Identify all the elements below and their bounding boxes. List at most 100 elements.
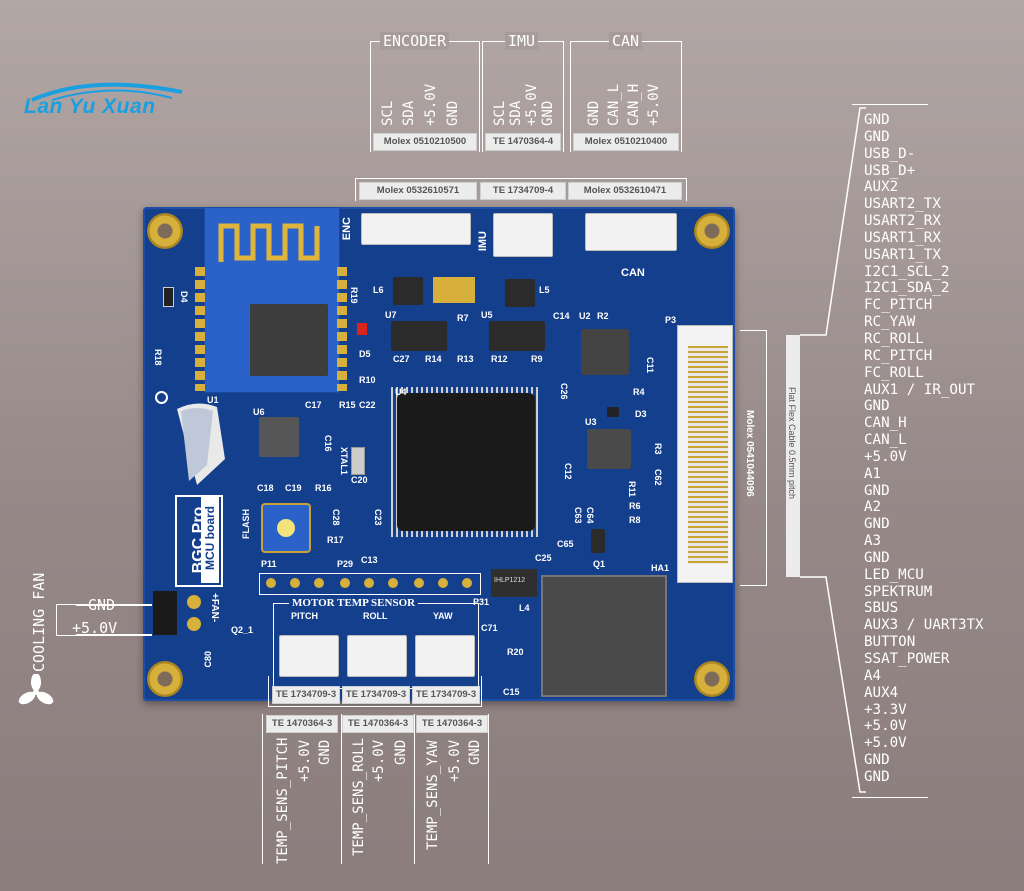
encoder-pin-2: SDA bbox=[401, 100, 417, 126]
ffc-pin: SPEKTRUM bbox=[864, 583, 933, 600]
ffc-connector-p3 bbox=[677, 325, 733, 583]
pin1-marker bbox=[155, 391, 168, 404]
header-pad bbox=[290, 578, 300, 588]
silk-r7: R7 bbox=[457, 313, 469, 323]
silk-c14: C14 bbox=[553, 311, 570, 321]
roll-pin-1: TEMP_SENS_ROLL bbox=[351, 737, 367, 856]
silk-r11: R11 bbox=[627, 481, 637, 498]
yaw-cable-bracket bbox=[414, 714, 489, 864]
module-pads-left bbox=[195, 267, 205, 391]
silk-c71: C71 bbox=[481, 623, 498, 633]
silk-c11: C11 bbox=[645, 357, 655, 374]
silk-u6: U6 bbox=[253, 407, 265, 417]
fan-header bbox=[153, 591, 177, 635]
can-board-part: Molex 0532610471 bbox=[568, 182, 682, 200]
diode-d3 bbox=[607, 407, 619, 417]
imu-pin-4: GND bbox=[540, 100, 556, 126]
silk-r14: R14 bbox=[425, 354, 442, 364]
can-cable-part: Molex 0510210400 bbox=[573, 133, 679, 151]
flash-button[interactable] bbox=[261, 503, 311, 553]
silk-c64: C64 bbox=[585, 507, 595, 524]
fan-pad-1 bbox=[187, 595, 201, 609]
silk-c23: C23 bbox=[373, 509, 383, 526]
board-name-box: BGC Pro bbox=[175, 495, 223, 587]
silk-r4: R4 bbox=[633, 387, 645, 397]
encoder-cable-part: Molex 0510210500 bbox=[373, 133, 477, 151]
ffc-pin: USB_D+ bbox=[864, 162, 916, 179]
yaw-board-part: TE 1734709-3 bbox=[412, 686, 480, 704]
silk-c27: C27 bbox=[393, 354, 410, 364]
led-d5 bbox=[357, 323, 367, 335]
imu-title: IMU bbox=[505, 32, 539, 50]
silk-r19: R19 bbox=[349, 287, 359, 304]
chip-u7 bbox=[391, 321, 447, 351]
encoder-pin-3: +5.0V bbox=[423, 83, 439, 126]
header-pad bbox=[438, 578, 448, 588]
ffc-pin: GND bbox=[864, 516, 890, 533]
silk-r9: R9 bbox=[531, 354, 543, 364]
ffc-pin: A2 bbox=[864, 499, 882, 516]
pcb-board: U1 ENC IMU CAN L6 L5 U7 U5 R7 C27 R14 R1… bbox=[143, 207, 735, 701]
can-pin-4: +5.0V bbox=[646, 83, 662, 126]
silk-c63: C63 bbox=[573, 507, 583, 524]
ffc-pin: GND bbox=[864, 112, 890, 128]
silk-enc: ENC bbox=[341, 217, 353, 241]
chip-u3 bbox=[587, 429, 631, 469]
encoder-board-part: Molex 0532610571 bbox=[359, 182, 477, 200]
ffc-pin-list: GND GND USB_D- USB_D+ AUX2 USART2_TX USA… bbox=[864, 112, 984, 786]
can-connector-group: CAN GND CAN_L CAN_H +5.0V Molex 05102104… bbox=[570, 32, 682, 152]
mount-hole-bottom-left bbox=[147, 661, 183, 697]
yaw-sensor-connector bbox=[415, 635, 475, 677]
yaw-pin-3: GND bbox=[467, 740, 483, 766]
ffc-pin: FC_ROLL bbox=[864, 364, 924, 381]
pinlist-bracket bbox=[852, 104, 928, 798]
ffc-pin: +5.0V bbox=[864, 448, 907, 465]
imu-board-connector bbox=[493, 213, 553, 257]
board-top-bracket bbox=[355, 178, 687, 201]
ffc-pin: GND bbox=[864, 128, 890, 145]
motor-temp-yaw: YAW bbox=[433, 611, 453, 621]
ffc-pin: A3 bbox=[864, 533, 882, 550]
silk-xtal: XTAL1 bbox=[339, 447, 349, 475]
ffc-pin: USART1_RX bbox=[864, 229, 941, 246]
crystal-xtal1 bbox=[351, 447, 365, 475]
silk-r10: R10 bbox=[359, 375, 376, 385]
ffc-pin: CAN_L bbox=[864, 432, 907, 449]
roll-pin-3: GND bbox=[393, 740, 409, 766]
silk-d5: D5 bbox=[359, 349, 371, 359]
silk-r20: R20 bbox=[507, 647, 524, 657]
ffc-pin: AUX1 / IR_OUT bbox=[864, 381, 976, 398]
yaw-cable-part: TE 1470364-3 bbox=[416, 715, 488, 733]
brand-logo: Lan Yu Xuan bbox=[24, 95, 156, 118]
can-board-connector bbox=[585, 213, 677, 251]
silk-c25: C25 bbox=[535, 553, 552, 563]
silk-p29: P29 bbox=[337, 559, 354, 569]
ffc-fanout-lines bbox=[800, 107, 866, 793]
header-pad bbox=[388, 578, 398, 588]
silk-p3: P3 bbox=[665, 315, 677, 325]
silk-c65: C65 bbox=[557, 539, 574, 549]
ffc-bracket bbox=[740, 330, 767, 586]
ffc-pin: GND bbox=[864, 482, 890, 499]
motor-temp-roll: ROLL bbox=[363, 611, 388, 621]
fan-icon bbox=[18, 674, 54, 705]
ffc-pin: RC_ROLL bbox=[864, 330, 924, 347]
silk-d3: D3 bbox=[635, 409, 647, 419]
mcu-u4 bbox=[397, 393, 535, 531]
ffc-pin: I2C1_SDA_2 bbox=[864, 280, 950, 297]
silk-r6: R6 bbox=[629, 501, 641, 511]
cooling-fan-label: COOLING FAN bbox=[30, 572, 48, 672]
silk-c16: C16 bbox=[323, 435, 333, 452]
ffc-pin: SSAT_POWER bbox=[864, 651, 950, 667]
silk-u2: U2 bbox=[579, 311, 591, 321]
encoder-connector-group: ENCODER SCL SDA +5.0V GND Molex 05102105… bbox=[370, 32, 480, 152]
fan-bracket bbox=[56, 604, 77, 636]
chip-u6 bbox=[259, 417, 299, 457]
silk-flash: FLASH bbox=[241, 509, 251, 539]
ffc-pin: FC_PITCH bbox=[864, 297, 933, 314]
silk-c80: C80 bbox=[203, 651, 213, 668]
silk-c26: C26 bbox=[559, 383, 569, 400]
silk-d4: D4 bbox=[179, 291, 189, 303]
silk-u3: U3 bbox=[585, 417, 597, 427]
silk-fan: +FAN- bbox=[209, 593, 220, 623]
